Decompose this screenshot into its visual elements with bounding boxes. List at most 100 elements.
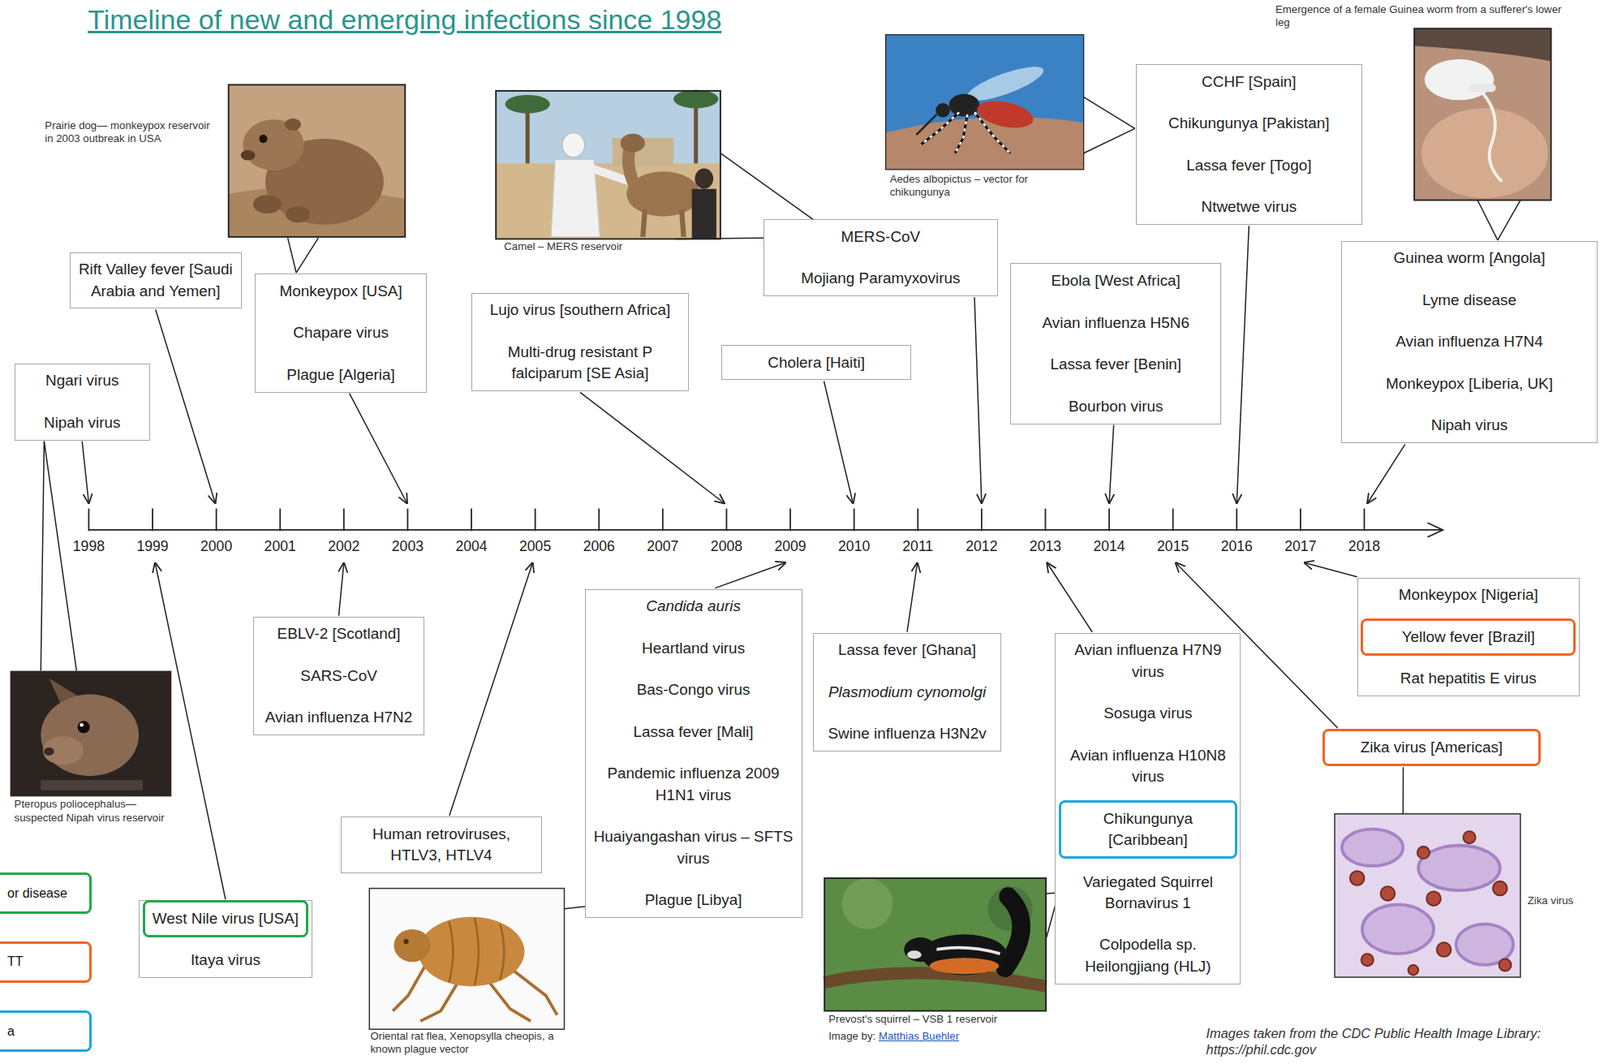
label-box: 2017 xyxy=(1273,537,1327,555)
text-row: Ebola [West Africa] xyxy=(1017,270,1215,292)
text-row: Monkeypox [Nigeria] xyxy=(1363,584,1573,606)
timeline-axis xyxy=(534,508,537,532)
mosquito-photo xyxy=(974,96,1036,133)
label-box: 2003 xyxy=(381,537,435,555)
camel-photo xyxy=(495,90,721,239)
text-row: Lyme disease xyxy=(1347,289,1592,311)
squirrel-photo xyxy=(824,877,1046,1011)
prairie-dog-photo xyxy=(240,150,256,161)
label-box: 2007 xyxy=(636,537,689,555)
year-label: 2018 xyxy=(1348,537,1381,555)
zika-micrograph xyxy=(1362,904,1434,954)
prairie-dog-photo xyxy=(285,206,310,223)
event-box: Ebola [West Africa]Avian influenza H5N6L… xyxy=(1010,262,1222,424)
leader-arrow xyxy=(339,562,345,616)
year-label: 2014 xyxy=(1092,537,1125,555)
label-box: 2011 xyxy=(891,537,945,555)
prairie-dog-photo xyxy=(228,84,406,237)
timeline-axis xyxy=(88,508,1443,538)
camel-photo xyxy=(495,163,721,239)
event-text: Lyme disease xyxy=(1422,289,1517,311)
caption: Images taken from the CDC Public Health … xyxy=(1206,1025,1541,1057)
text-row: Bas-Congo virus xyxy=(591,679,796,701)
caption: Oriental rat flea, Xenopsylla cheopis, a… xyxy=(370,1029,555,1055)
leader-arrow xyxy=(580,391,725,504)
event-text: EBLV-2 [Scotland] xyxy=(277,623,401,645)
year-label: 2009 xyxy=(774,537,806,555)
camel-photo xyxy=(562,133,585,158)
mosquito-photo xyxy=(935,103,951,118)
mosquito-photo xyxy=(916,114,937,135)
text-row: Monkeypox [USA] xyxy=(262,280,420,302)
event-text: Colpodella sp. Heilongjiang (HLJ) xyxy=(1062,933,1235,977)
mosquito-photo xyxy=(954,114,968,154)
text-row: Plasmodium cynomolgi xyxy=(820,681,994,703)
flea-photo xyxy=(369,888,564,1030)
prairie-dog-photo xyxy=(253,194,282,214)
leader-line xyxy=(1477,200,1498,241)
timeline-axis xyxy=(470,508,473,532)
mosquito-photo xyxy=(886,34,1084,170)
label-box: 2012 xyxy=(954,537,1008,555)
event-text: Bourbon virus xyxy=(1068,395,1164,418)
text-row: Monkeypox [Liberia, UK] xyxy=(1347,373,1592,395)
text-row: Rat hepatitis E virus xyxy=(1363,667,1573,689)
timeline-axis xyxy=(1235,508,1238,532)
text-row: Rift Valley fever [Saudi Arabia and Yeme… xyxy=(76,258,236,302)
event-box: Ngari virusNipah virus xyxy=(14,363,151,441)
flea-photo xyxy=(448,917,504,985)
label-box: Pteropus poliocephalus— suspected Nipah … xyxy=(14,797,184,824)
zika-micrograph xyxy=(1426,890,1441,906)
year-label: 2004 xyxy=(455,537,487,555)
event-text: Pandemic influenza 2009 H1N1 virus xyxy=(591,762,796,806)
highlight-box: Zika virus [Americas] xyxy=(1322,728,1541,766)
timeline-axis xyxy=(789,508,792,532)
text-row: MERS-CoV xyxy=(769,226,991,248)
zika-micrograph xyxy=(1350,830,1512,975)
leader-arrow xyxy=(1236,225,1249,504)
event-text: Plague [Algeria] xyxy=(286,364,395,386)
text-row: Lujo virus [southern Africa] xyxy=(478,299,683,321)
label-box: 2009 xyxy=(763,537,817,555)
flea-photo xyxy=(487,980,531,1021)
leader-line xyxy=(1402,766,1405,813)
prairie-dog-photo xyxy=(258,134,267,143)
leader-arrow xyxy=(907,562,918,632)
mosquito-photo xyxy=(920,111,1011,153)
guinea-worm-photo xyxy=(1414,28,1552,200)
text-row: Avian influenza H7N9 virus xyxy=(1062,639,1235,683)
event-box: Cholera [Haiti] xyxy=(721,344,912,380)
event-text: Plasmodium cynomolgi xyxy=(828,681,986,703)
leader-arrow xyxy=(349,393,408,504)
label-box: Oriental rat flea, Xenopsylla cheopis, a… xyxy=(370,1029,576,1056)
text-row: Itaya virus xyxy=(146,949,306,971)
year-label: 2001 xyxy=(264,537,297,555)
zika-micrograph xyxy=(1418,845,1501,891)
caption: Prairie dog— monkeypox reservoir in 2003… xyxy=(44,119,210,145)
mosquito-photo xyxy=(954,114,968,154)
year-label: 2002 xyxy=(327,537,360,555)
squirrel-photo xyxy=(824,877,1046,1011)
leader-arrow xyxy=(1303,562,1357,577)
event-box: Candida aurisHeartland virusBas-Congo vi… xyxy=(584,589,803,919)
label-box: Aedes albopictus – vector for chikunguny… xyxy=(890,172,1084,199)
zika-micrograph xyxy=(1350,870,1365,886)
leader-arrow xyxy=(449,562,534,816)
leader-line xyxy=(1497,200,1521,241)
squirrel-photo xyxy=(824,877,1046,1011)
event-box: MERS-CoVMojiang Paramyxovirus xyxy=(763,219,998,297)
year-label: 2005 xyxy=(519,537,551,555)
text-row: Avian influenza H7N4 xyxy=(1347,331,1592,353)
timeline-axis xyxy=(597,508,600,532)
text-row: Nipah virus xyxy=(1347,414,1592,436)
guinea-worm-photo xyxy=(1469,83,1497,92)
text-row: Swine influenza H3N2v xyxy=(820,722,994,745)
event-box: Monkeypox [USA]Chapare virusPlague [Alge… xyxy=(254,273,426,393)
text-row: Zika virus [Americas] xyxy=(1330,736,1533,758)
leader-arrow xyxy=(974,296,982,504)
zika-micrograph xyxy=(1462,830,1476,844)
text-row: Nipah virus xyxy=(21,412,143,434)
guinea-worm-photo xyxy=(1414,28,1552,200)
event-text: Swine influenza H3N2v xyxy=(827,722,986,745)
event-text: Cholera [Haiti] xyxy=(767,352,865,374)
